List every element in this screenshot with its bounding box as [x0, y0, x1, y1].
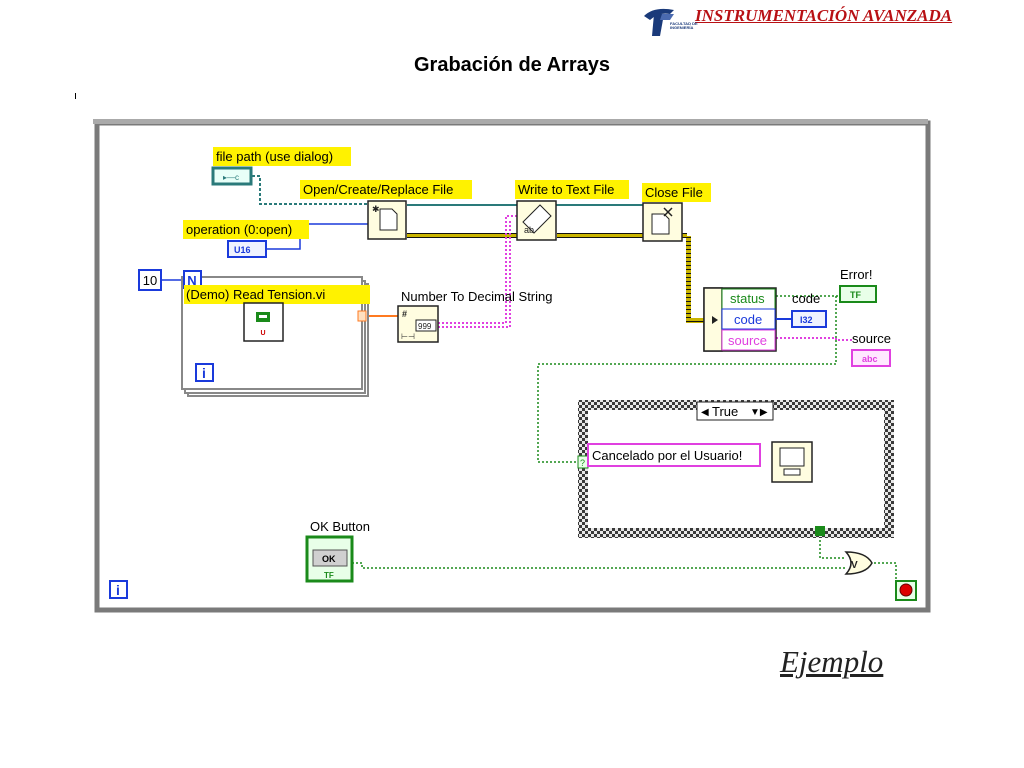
read-tension-node[interactable]: U	[243, 302, 284, 342]
svg-text:U16: U16	[234, 245, 251, 255]
svg-text:Cancelado por el Usuario!: Cancelado por el Usuario!	[592, 448, 742, 463]
example-link[interactable]: Ejemplo	[780, 644, 884, 679]
case-output-tunnel[interactable]	[815, 526, 825, 536]
error-label: Error!	[840, 267, 873, 282]
operation-label: operation (0:open)	[183, 220, 309, 239]
code-label: code	[792, 291, 820, 306]
ok-button-terminal[interactable]: OK TF	[305, 535, 354, 583]
for-loop-iteration-terminal[interactable]: i	[195, 363, 214, 382]
svg-text:?: ?	[580, 458, 585, 468]
page-title: Grabación de Arrays	[413, 54, 610, 76]
svg-text:999: 999	[418, 322, 432, 331]
number-to-string-label: Number To Decimal String	[401, 289, 552, 304]
source-label: source	[852, 331, 891, 346]
or-gate-node[interactable]: V	[844, 551, 873, 575]
svg-text:i: i	[202, 365, 206, 381]
brand-subtitle: FACULTAD DE INGENIERÍA	[670, 21, 698, 30]
file-path-label: file path (use dialog)	[213, 147, 351, 166]
divider	[75, 93, 76, 99]
svg-text:i: i	[116, 582, 120, 598]
brand-title: INSTRUMENTACIÓN AVANZADA	[695, 6, 953, 25]
svg-text:◀: ◀	[701, 407, 709, 418]
svg-text:V: V	[851, 560, 858, 571]
error-cluster-wire[interactable]	[407, 233, 704, 323]
svg-text:Close File: Close File	[645, 185, 703, 200]
svg-text:True: True	[712, 404, 738, 419]
loop-count-terminal[interactable]: N	[183, 270, 202, 289]
svg-text:file path (use dialog): file path (use dialog)	[216, 149, 333, 164]
svg-text:(Demo) Read Tension.vi: (Demo) Read Tension.vi	[186, 287, 325, 302]
faculty-logo-icon	[644, 8, 674, 36]
case-structure[interactable]	[578, 400, 894, 538]
case-selector[interactable]: ◀ True ▼▶	[696, 401, 774, 421]
open-file-node[interactable]: ✱	[367, 200, 407, 240]
write-text-label: Write to Text File	[515, 180, 629, 199]
svg-text:abc: abc	[862, 354, 878, 364]
svg-text:Open/Create/Replace File: Open/Create/Replace File	[303, 182, 453, 197]
loop-iteration-terminal[interactable]: i	[109, 580, 128, 599]
unbundle-item-code[interactable]: code	[721, 308, 776, 330]
loop-count-constant[interactable]: 10	[138, 269, 162, 291]
ok-button-label: OK Button	[310, 519, 370, 534]
svg-text:✱: ✱	[372, 204, 380, 214]
read-tension-label: (Demo) Read Tension.vi	[184, 285, 370, 304]
array-tunnel[interactable]	[357, 310, 367, 322]
dialog-node[interactable]	[771, 441, 813, 483]
open-file-label: Open/Create/Replace File	[300, 180, 472, 199]
svg-text:OK: OK	[322, 554, 336, 564]
boolean-wire[interactable]	[352, 295, 897, 590]
number-to-string-node[interactable]: # 999	[397, 305, 439, 343]
close-file-label: Close File	[642, 183, 711, 202]
unbundle-item-status[interactable]: status	[721, 288, 776, 310]
write-text-node[interactable]: ab	[516, 200, 557, 241]
case-message-constant[interactable]: Cancelado por el Usuario!	[587, 443, 761, 467]
unbundle-item-source[interactable]: source	[721, 329, 776, 351]
svg-text:▼▶: ▼▶	[750, 407, 768, 418]
svg-text:Write to Text File: Write to Text File	[518, 182, 614, 197]
svg-text:code: code	[734, 312, 762, 327]
svg-text:▸—c: ▸—c	[223, 173, 239, 182]
svg-text:U: U	[260, 330, 265, 337]
svg-text:source: source	[728, 333, 767, 348]
stop-terminal-icon[interactable]	[895, 580, 917, 601]
error-indicator[interactable]: TF	[839, 285, 877, 303]
svg-text:N: N	[187, 273, 196, 288]
svg-text:I32: I32	[800, 315, 813, 325]
case-selector-terminal[interactable]: ?	[577, 455, 589, 469]
svg-text:#: #	[402, 309, 407, 319]
code-indicator[interactable]: I32	[776, 310, 827, 328]
file-path-control[interactable]: ▸—c	[211, 166, 253, 186]
close-file-node[interactable]	[642, 202, 683, 242]
svg-text:10: 10	[143, 273, 157, 288]
svg-text:operation (0:open): operation (0:open)	[186, 222, 292, 237]
svg-text:status: status	[730, 291, 765, 306]
operation-control[interactable]: U16	[227, 240, 267, 258]
source-indicator[interactable]: abc	[851, 349, 891, 367]
svg-text:ab: ab	[524, 225, 534, 235]
width-terminal-icon: ⊢⊣	[401, 332, 415, 341]
svg-text:TF: TF	[850, 290, 861, 300]
svg-text:TF: TF	[324, 571, 334, 580]
